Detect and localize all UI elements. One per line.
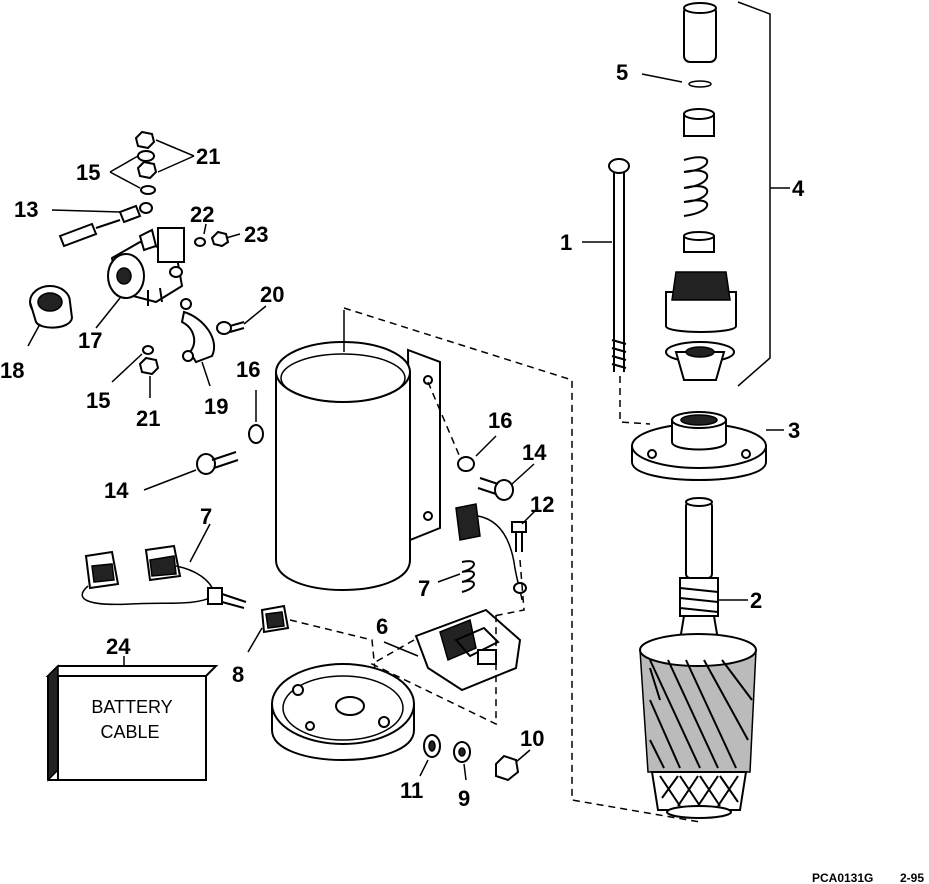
leader-15a-2	[109, 171, 141, 189]
bolt-14-right	[477, 477, 514, 501]
washer-16-left	[248, 424, 264, 444]
drive-end-cap	[631, 411, 767, 481]
washer-9-hole	[458, 747, 466, 757]
brush-set-right	[455, 503, 527, 601]
screw-12	[511, 521, 527, 552]
terminal-clip	[260, 604, 290, 634]
leader-15b	[111, 353, 143, 383]
leader-15a-1	[109, 155, 139, 173]
leader-21a-1	[155, 139, 195, 157]
commutator-end-cap	[271, 663, 415, 761]
callout-16-right: 16	[488, 408, 512, 433]
callout-7-right: 7	[418, 576, 430, 601]
armature	[639, 497, 757, 819]
leader-10	[515, 749, 531, 763]
callout-20: 20	[260, 282, 284, 307]
screw-path	[493, 559, 525, 617]
field-frame	[275, 341, 441, 591]
callout-10: 10	[520, 726, 544, 751]
washer-11-hole	[428, 740, 436, 752]
leader-18	[27, 323, 41, 347]
leader-7b	[437, 573, 461, 583]
leader-8	[247, 627, 263, 653]
callout-2: 2	[750, 588, 762, 613]
leader-5	[641, 73, 683, 83]
callout-17: 17	[78, 328, 102, 353]
boot-18	[29, 285, 74, 329]
nut-10	[495, 754, 520, 782]
callout-5: 5	[616, 60, 628, 85]
callout-8: 8	[232, 662, 244, 687]
callout-23: 23	[244, 222, 268, 247]
leader-22	[203, 223, 207, 235]
washer-16-right	[457, 456, 475, 472]
leader-20	[243, 305, 267, 325]
callout-1: 1	[560, 230, 572, 255]
callout-14-left: 14	[104, 478, 129, 503]
solenoid-nuts	[134, 130, 158, 195]
leader-21a-2	[157, 155, 195, 173]
holder-outline	[370, 612, 497, 726]
callout-19: 19	[204, 394, 228, 419]
leader-17	[95, 297, 121, 329]
callout-14-right: 14	[522, 440, 547, 465]
figure-code: PCA0131G	[812, 871, 873, 884]
washer-22	[194, 237, 206, 247]
leader-14b	[511, 463, 535, 485]
leader-6	[383, 641, 419, 657]
bracket-19	[180, 298, 215, 364]
leader-12	[521, 507, 539, 525]
screw-20	[216, 321, 245, 335]
callout-18: 18	[0, 358, 24, 383]
leader-9	[463, 763, 467, 781]
callout-12: 12	[530, 492, 554, 517]
callout-9: 9	[458, 786, 470, 811]
battery-cable-line1: BATTERY	[91, 697, 172, 717]
bolt-path	[619, 376, 651, 425]
nut-23	[210, 230, 230, 248]
callout-15-top: 15	[76, 160, 100, 185]
leader-19	[201, 361, 211, 387]
bolt-14-left	[196, 451, 239, 475]
callout-4: 4	[792, 176, 805, 201]
callout-13: 13	[14, 197, 38, 222]
leader-16b	[475, 435, 497, 457]
callout-21-top: 21	[196, 144, 220, 169]
brush-holder	[414, 608, 522, 692]
battery-cable-box: BATTERY CABLE	[45, 664, 219, 782]
leader-7a	[189, 523, 211, 563]
callout-21-bottom: 21	[136, 406, 160, 431]
leader-13	[51, 209, 121, 213]
bracket-4	[737, 1, 771, 387]
leader-23	[225, 233, 241, 239]
brush-set-left	[81, 544, 247, 609]
solenoid	[107, 227, 185, 306]
callout-3: 3	[788, 418, 800, 443]
battery-cable-line2: CABLE	[100, 722, 159, 742]
callout-22: 22	[190, 202, 214, 227]
assembly-outline	[343, 307, 701, 823]
leader-14a	[143, 469, 197, 491]
callout-11: 11	[400, 778, 423, 803]
callout-7-left: 7	[200, 504, 212, 529]
washer-15b	[142, 345, 154, 355]
bolt-path-right	[427, 381, 463, 463]
figure-revision: 2-95	[900, 871, 924, 884]
callout-6: 6	[376, 614, 388, 639]
leader-11	[419, 759, 429, 777]
through-bolt	[608, 158, 630, 372]
drive-assembly	[665, 2, 737, 381]
callout-15-bottom: 15	[86, 388, 110, 413]
callout-24: 24	[106, 634, 131, 659]
callout-16-left: 16	[236, 357, 260, 382]
solenoid-stud	[58, 202, 153, 248]
nut-21b	[138, 356, 160, 376]
